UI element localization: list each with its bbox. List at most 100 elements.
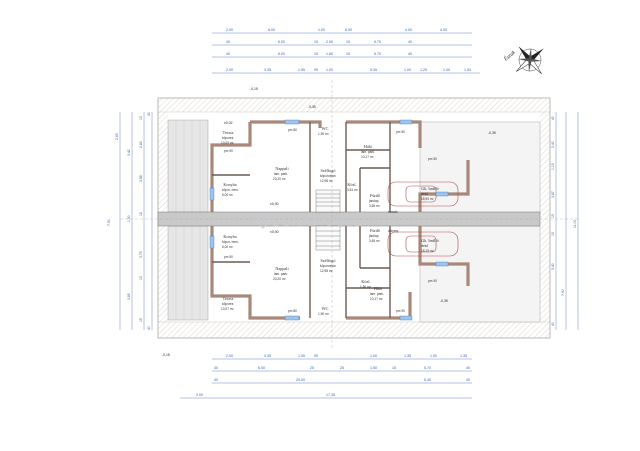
compass-rose-icon: Észak	[501, 46, 544, 74]
svg-text:40: 40	[147, 112, 151, 116]
svg-text:1.90: 1.90	[127, 215, 131, 222]
svg-text:6,00 m²: 6,00 m²	[222, 245, 233, 249]
svg-text:Nappali: Nappali	[275, 266, 289, 271]
axis-lines	[120, 80, 580, 350]
svg-text:40: 40	[466, 378, 470, 382]
svg-text:15: 15	[551, 232, 555, 236]
svg-text:3.88: 3.88	[139, 175, 143, 182]
svg-text:-0,15: -0,15	[162, 353, 170, 357]
svg-text:40: 40	[147, 326, 151, 330]
dim-label: 5.70	[374, 52, 381, 56]
svg-text:18,15 m²: 18,15 m²	[421, 249, 434, 253]
svg-text:2.00: 2.00	[226, 354, 233, 358]
dim-label: 2.00	[226, 28, 233, 32]
dim-label: 1.54	[464, 68, 471, 72]
svg-text:1,90 m²: 1,90 m²	[360, 285, 371, 289]
dim-label: 1.25	[420, 68, 427, 72]
hatched-strip-left-top	[158, 112, 168, 214]
terrace-left-bottom	[167, 225, 209, 321]
dim-label: 40	[226, 40, 230, 44]
svg-text:lam. park.: lam. park.	[361, 150, 375, 154]
svg-text:23,20 m²: 23,20 m²	[273, 277, 286, 281]
top-dim-row-4: 2.00 3.35 1.55 95 1.00 5.35 1.00 1.25 1.…	[226, 68, 471, 72]
svg-text:12,98 m²: 12,98 m²	[320, 179, 333, 183]
svg-text:10,09 m²: 10,09 m²	[221, 141, 234, 145]
svg-text:kőporcelán: kőporcelán	[320, 264, 336, 268]
bottom-dimension-lines	[180, 358, 472, 399]
svg-text:3.75: 3.75	[139, 251, 143, 258]
bottom-dim-row-4: 2.00 17.35	[196, 393, 335, 397]
bottom-dim-row-2: 40 6.00 25 25 1.50 15 5.70 40	[214, 366, 470, 370]
svg-text:±0,00: ±0,00	[270, 230, 279, 234]
svg-text:1.00: 1.00	[430, 354, 437, 358]
dim-label: 4.00	[405, 28, 412, 32]
svg-text:Terasz: Terasz	[223, 130, 234, 135]
watermark-logo: DUNA HOUSE	[254, 212, 363, 230]
svg-text:Konyha: Konyha	[223, 234, 236, 239]
svg-text:Szélfogó: Szélfogó	[321, 168, 336, 173]
svg-text:térkő: térkő	[421, 244, 428, 248]
svg-text:40: 40	[214, 366, 218, 370]
svg-text:3.87: 3.87	[551, 191, 555, 198]
svg-text:-0,15: -0,15	[250, 87, 258, 91]
svg-text:10,17 m²: 10,17 m²	[361, 155, 374, 159]
svg-text:1.35: 1.35	[460, 354, 467, 358]
svg-text:7.90: 7.90	[561, 289, 565, 296]
kozl-bottom: Közl.1,90 m²	[360, 279, 371, 289]
svg-text:lam. park.: lam. park.	[274, 172, 288, 176]
svg-text:térkő: térkő	[421, 192, 428, 196]
dim-label: 4.05	[440, 28, 447, 32]
shower-label: zuhany	[388, 229, 399, 233]
dim-label: 1.55	[298, 68, 305, 72]
right-dim-labels: 40 2.40 1.15 3.87 15 11.00 15 3.40 40 7.…	[551, 116, 577, 326]
svg-text:5.40: 5.40	[424, 378, 431, 382]
bottom-dim-row-1: 2.00 3.35 1.55 95 1.00 1.35 1.00 1.35	[226, 354, 467, 358]
svg-text:pm 50: pm 50	[396, 130, 405, 134]
svg-text:1,90 m²: 1,90 m²	[318, 312, 329, 316]
dim-label: 40	[226, 52, 230, 56]
staircase-bottom	[315, 225, 341, 251]
svg-text:25: 25	[310, 366, 314, 370]
wc-labels: WC1,90 m² WC1,90 m² Közl.3,61 m² Közl.1,…	[318, 126, 371, 316]
svg-text:10,17 m²: 10,17 m²	[370, 297, 383, 301]
svg-text:Fürdő: Fürdő	[370, 228, 380, 233]
svg-text:3.85: 3.85	[127, 293, 131, 300]
svg-text:1,90 m²: 1,90 m²	[318, 132, 329, 136]
door-labels: pm 80 pm 50 pm 50 pm 80 pm 90 pm 50 pm 9…	[224, 128, 437, 313]
dim-label: 3.35	[264, 68, 271, 72]
dim-label: 5.70	[374, 40, 381, 44]
svg-text:1.55: 1.55	[298, 354, 305, 358]
svg-text:DUNA HOUSE: DUNA HOUSE	[272, 214, 363, 229]
svg-text:-0,35: -0,35	[488, 131, 496, 135]
dim-label: 15	[346, 40, 350, 44]
svg-text:23,20 m²: 23,20 m²	[273, 177, 286, 181]
svg-text:±0,02: ±0,02	[224, 121, 233, 125]
svg-text:40: 40	[551, 322, 555, 326]
svg-text:40: 40	[551, 116, 555, 120]
windows	[209, 119, 449, 321]
hatched-strip-right	[540, 112, 550, 322]
svg-text:11.00: 11.00	[573, 220, 577, 228]
dim-label: 2.00	[226, 68, 233, 72]
hatched-strip-top	[157, 97, 551, 113]
svg-text:12,98 m²: 12,98 m²	[320, 269, 333, 273]
svg-text:-0,35: -0,35	[440, 299, 448, 303]
svg-text:WC: WC	[322, 306, 329, 311]
svg-text:Szélfogó: Szélfogó	[321, 258, 336, 263]
svg-text:15: 15	[139, 116, 143, 120]
dim-label: 1.80	[326, 52, 333, 56]
svg-text:WC: WC	[322, 126, 329, 131]
dim-label: 1.00	[326, 68, 333, 72]
svg-text:pm 90: pm 90	[224, 149, 233, 153]
svg-text:15: 15	[139, 318, 143, 322]
staircase-top	[315, 189, 341, 213]
terrace-left-top	[167, 119, 209, 213]
svg-text:kőpores: kőpores	[222, 136, 234, 140]
